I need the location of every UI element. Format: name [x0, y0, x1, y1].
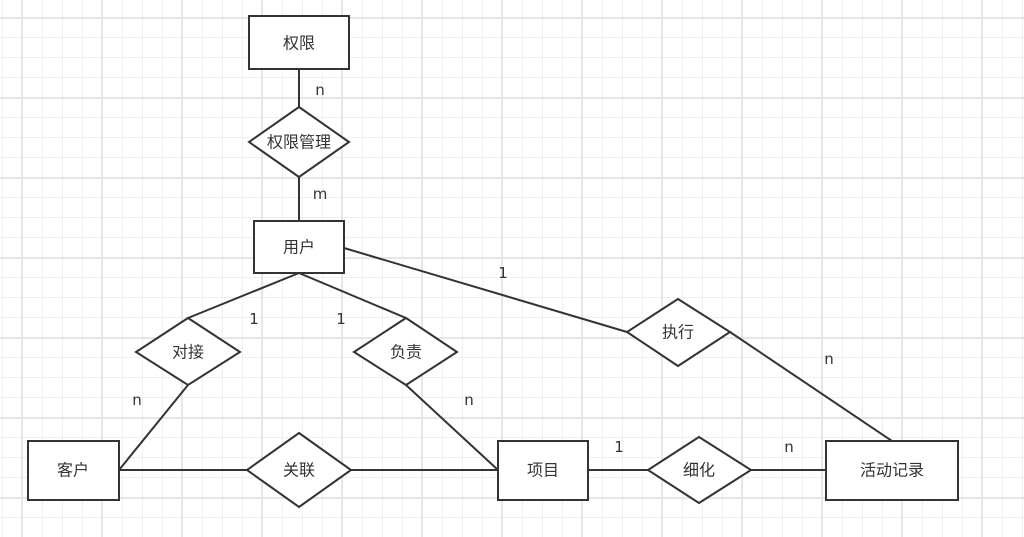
entity-xiangmu[interactable]: 项目: [497, 440, 589, 501]
cardinality-label: n: [824, 350, 834, 368]
edge-fuze-xiangmu[interactable]: [405, 384, 499, 471]
entity-kehu[interactable]: 客户: [27, 440, 120, 501]
entity-kehu-label: 客户: [57, 461, 89, 480]
cardinality-label: n: [132, 391, 142, 409]
cardinality-label: 1: [614, 438, 624, 456]
entity-xiangmu-label: 项目: [527, 461, 559, 480]
relationship-duijie-label: 对接: [172, 343, 204, 362]
entity-huodongjilu-label: 活动记录: [860, 461, 924, 480]
edge-yonghu-fuze[interactable]: [298, 272, 407, 319]
relationship-xihua[interactable]: 细化: [646, 435, 753, 505]
relationship-fuze-label: 负责: [390, 343, 422, 362]
cardinality-label: n: [464, 391, 474, 409]
edge-yonghu-duijie[interactable]: [187, 272, 300, 319]
cardinality-label: 1: [498, 264, 508, 282]
relationship-duijie[interactable]: 对接: [134, 316, 242, 387]
relationship-xihua-label: 细化: [683, 461, 715, 480]
relationship-guanlian[interactable]: 关联: [245, 431, 353, 509]
cardinality-label: 1: [336, 310, 346, 328]
cardinality-label: m: [313, 185, 328, 203]
cardinality-label: n: [784, 438, 794, 456]
entity-huodongjilu[interactable]: 活动记录: [825, 440, 959, 501]
relationship-zhixing[interactable]: 执行: [625, 297, 732, 368]
entity-quanxian-label: 权限: [283, 34, 315, 53]
edge-yonghu-zhixing[interactable]: [343, 247, 628, 333]
entity-quanxian[interactable]: 权限: [248, 15, 350, 70]
edge-duijie-kehu[interactable]: [118, 384, 189, 471]
relationship-quanxianguanli[interactable]: 权限管理: [247, 105, 351, 179]
edge-zhixing-huodongjilu[interactable]: [729, 331, 893, 442]
relationship-zhixing-label: 执行: [662, 323, 694, 342]
cardinality-label: n: [315, 81, 325, 99]
relationship-fuze[interactable]: 负责: [352, 316, 459, 387]
relationship-quanxianguanli-label: 权限管理: [267, 133, 331, 152]
entity-yonghu-label: 用户: [283, 238, 315, 257]
cardinality-label: 1: [249, 310, 259, 328]
relationship-guanlian-label: 关联: [283, 461, 315, 480]
entity-yonghu[interactable]: 用户: [253, 220, 345, 274]
